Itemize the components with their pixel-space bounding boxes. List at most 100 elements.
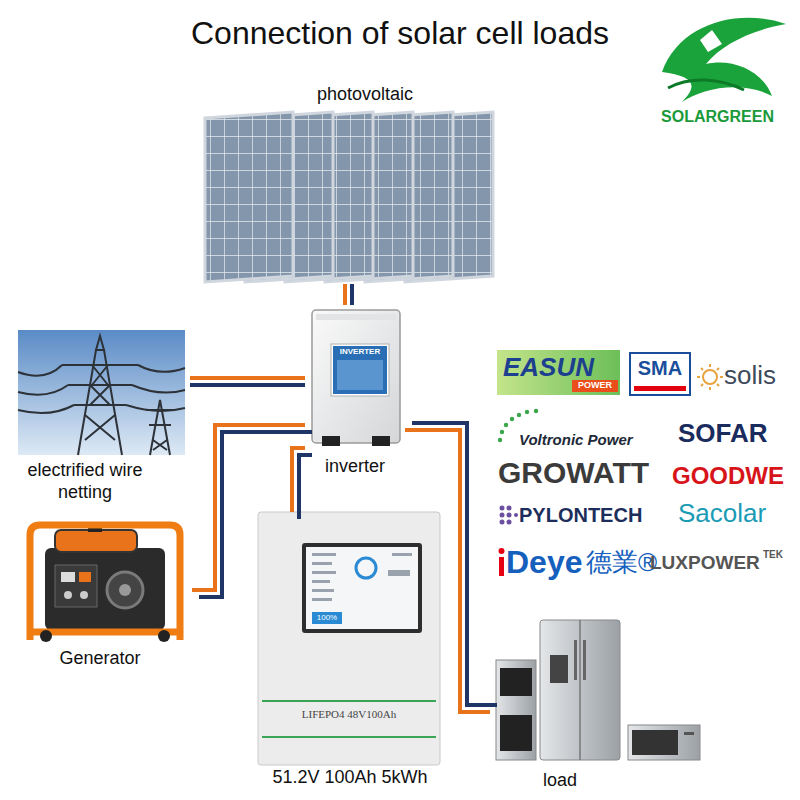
inverter-drawing [372,436,390,446]
inverter-drawing [333,346,387,394]
brand-logos [703,370,717,384]
generator-drawing [30,525,180,640]
brand-logos [500,513,505,518]
text-slot: POWER [572,380,618,391]
load-appliances-drawing [628,725,700,760]
brand-name: 德業® [586,547,657,578]
battery-drawing [312,571,336,574]
brand-logos [499,557,504,576]
node-label: 51.2V 100Ah 5kWh [250,767,450,789]
company-logo [662,18,786,102]
brand-name: solis [724,360,776,391]
load-appliances-drawing [500,715,532,751]
text-slot: PYLONTECH [519,503,642,527]
brand-logos [507,506,512,511]
inverter-drawing [331,344,389,396]
cable-wire [299,455,312,519]
power-grid-photo [96,336,104,350]
node-label: photovoltaic [290,84,440,106]
brand-name: SMA [630,356,690,380]
inverter-unit: INVERTER inverter [305,305,405,485]
node-label: INVERTER [333,347,387,357]
load-appliances-drawing [583,640,586,680]
text-slot: GROWATT [498,455,649,491]
cable-wire [192,425,305,590]
power-grid: electrified wire netting [15,328,190,512]
text-slot: Connection of solar cell loads [0,14,800,52]
brand-subname: POWER [572,380,618,391]
brand-logos [514,513,518,517]
brand-logos [500,506,505,511]
cable-wire [343,284,347,305]
brand-logos [697,364,723,390]
cable-wire [199,432,312,597]
generator-drawing [30,525,180,642]
photovoltaic-array: photovoltaic [200,80,500,284]
company-logo [662,18,786,102]
brand-logos [498,409,538,442]
solar-panels [205,112,493,282]
company-name: SOLARGREEN [650,107,785,126]
brand-name: Voltronic Power [519,431,633,449]
battery-drawing [312,562,332,565]
power-cable [192,425,312,597]
generator-drawing [79,572,91,582]
battery-drawing [356,558,376,578]
battery-drawing [306,547,418,629]
brand-name: Deye [506,543,583,581]
text-slot: Deye [506,543,583,581]
battery-drawing [312,598,332,601]
generator-drawing [107,572,143,608]
battery-drawing [312,580,330,583]
battery-drawing [262,736,436,738]
text-slot: electrified wire netting [25,460,145,503]
load-appliances-drawing [632,730,678,755]
text-slot: 100% [312,613,342,623]
text-slot: solis [724,360,776,391]
node-label: Generator [40,648,160,670]
brand-name: Sacolar [678,498,766,529]
power-grid-photo [18,330,185,455]
text-slot: 德業® [586,547,657,578]
generator-drawing [45,548,165,630]
brand-logos [510,417,514,421]
brand-logos [517,413,521,417]
text-slot: TEK [763,549,783,561]
generator-drawing [55,565,97,607]
power-cable [405,423,497,712]
generator-drawing [55,530,137,552]
brand-logos [525,410,529,414]
brand-logos [504,423,508,427]
inverter-drawing [337,360,383,390]
battery-drawing [258,512,440,765]
battery-drawing [312,553,336,556]
brand-logos [507,513,512,518]
battery-drawing [392,553,412,556]
solar-panels [205,112,293,282]
generator-drawing [158,630,170,642]
brand-name: GROWATT [498,455,649,491]
text-slot: photovoltaic [290,84,440,106]
brand-logos [630,353,690,395]
inverter-drawing [316,314,396,320]
text-slot: Voltronic Power [519,431,633,449]
brand-logos [634,386,686,391]
generator-drawing [61,572,75,582]
node-label: electrified wire netting [25,460,145,503]
brand-name: GOODWE [672,462,784,491]
brand-logos [500,520,505,525]
text-slot: LUXPOWER [650,552,760,575]
brand-name: SOFAR [678,418,768,449]
text-slot: 51.2V 100Ah 5kWh [250,767,450,789]
text-slot: inverter [310,456,400,478]
load-appliances-drawing [684,732,694,735]
inverter-drawing [312,310,400,446]
power-grid-photo [85,365,115,440]
load-appliances-drawing [496,660,536,760]
brand-logos [500,430,504,434]
brand-logos [507,520,512,525]
cable-wire [190,376,305,380]
battery-drawing [302,543,422,633]
